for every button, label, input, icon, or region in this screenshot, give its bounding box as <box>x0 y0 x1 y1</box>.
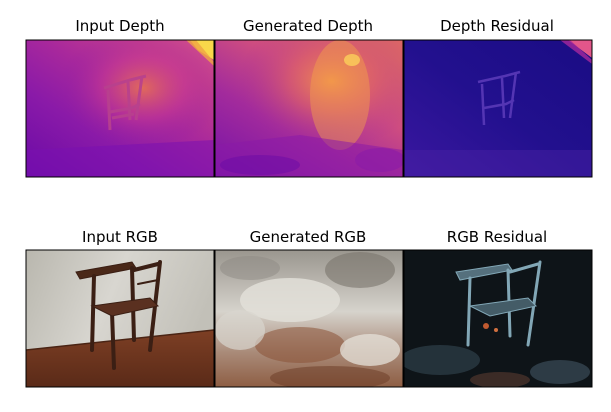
panel-title-generated-depth: Generated Depth <box>243 17 373 35</box>
panel-frame <box>403 249 593 388</box>
panel-frame <box>214 39 404 178</box>
panel-input-rgb: Input RGB <box>25 228 215 388</box>
generated-rgb-image <box>215 250 403 387</box>
chair-residual-rgb <box>455 260 542 347</box>
panel-title-generated-rgb: Generated RGB <box>250 228 367 246</box>
panel-depth-residual: Depth Residual <box>403 17 593 178</box>
panel-title-rgb-residual: RGB Residual <box>447 228 547 246</box>
panel-frame <box>214 249 404 388</box>
chair-residual <box>477 70 521 126</box>
input-depth-image <box>26 40 214 177</box>
input-rgb-image <box>26 250 214 387</box>
generated-depth-image <box>215 40 403 177</box>
depth-residual-image <box>404 40 592 177</box>
panel-generated-rgb: Generated RGB <box>214 228 404 388</box>
panel-rgb-residual: RGB Residual <box>403 228 593 388</box>
panel-frame <box>25 249 215 388</box>
panel-title-depth-residual: Depth Residual <box>440 17 554 35</box>
panel-title-input-depth: Input Depth <box>75 17 164 35</box>
panel-frame <box>25 39 215 178</box>
panel-title-input-rgb: Input RGB <box>82 228 158 246</box>
chair-silhouette <box>103 74 147 131</box>
panel-generated-depth: Generated Depth <box>214 17 404 178</box>
rgb-residual-image <box>404 250 592 387</box>
chair <box>75 260 162 370</box>
panel-input-depth: Input Depth <box>25 17 215 178</box>
panel-frame <box>403 39 593 178</box>
